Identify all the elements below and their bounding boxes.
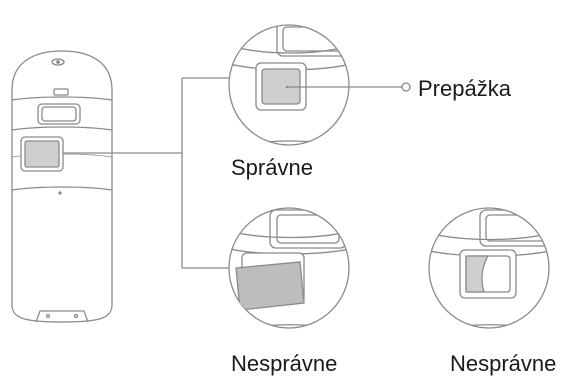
label-correct: Správne	[231, 155, 313, 180]
connector-lines	[63, 77, 229, 269]
zoom-circle-incorrect-2	[428, 207, 550, 329]
callout-line	[288, 82, 411, 92]
device-sensor-shield	[20, 136, 64, 172]
zoom-circle-incorrect-1	[228, 207, 350, 329]
device-full-view	[11, 50, 113, 323]
label-prepazka: Prepážka	[418, 76, 512, 101]
label-incorrect-1: Nesprávne	[231, 351, 337, 376]
label-incorrect-2: Nesprávne	[450, 351, 556, 376]
zoom-circle-correct	[228, 24, 350, 146]
